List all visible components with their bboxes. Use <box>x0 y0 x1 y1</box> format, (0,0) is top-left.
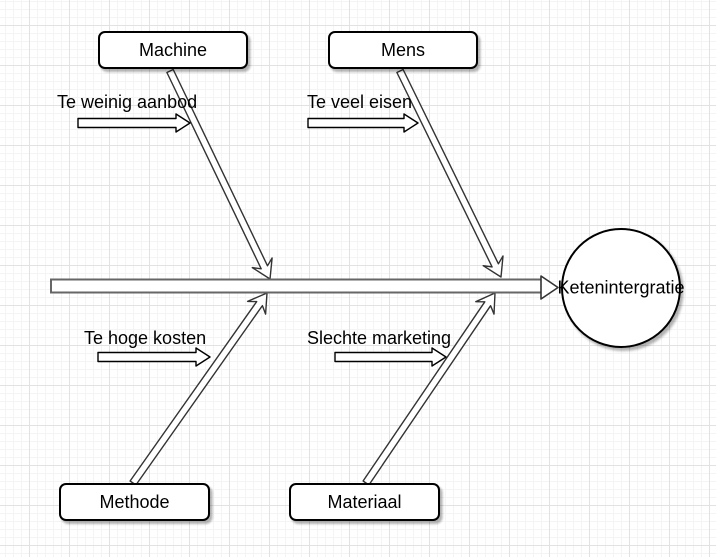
effect-label[interactable]: Ketenintergratie <box>557 277 685 298</box>
category-box-methode[interactable]: Methode <box>59 483 210 521</box>
cause-arrow-te-hoge-kosten[interactable] <box>97 347 211 367</box>
spine-shaft[interactable] <box>50 278 544 294</box>
category-box-machine[interactable]: Machine <box>98 31 248 69</box>
category-label-machine: Machine <box>138 39 208 60</box>
cause-arrow-te-veel-eisen[interactable] <box>307 113 419 133</box>
cause-arrow-slechte-marketing[interactable] <box>334 347 447 367</box>
effect-circle[interactable] <box>561 228 681 348</box>
branch-arrow-mens[interactable] <box>396 68 504 278</box>
cause-label-slechte-marketing[interactable]: Slechte marketing <box>307 328 452 348</box>
cause-label-te-hoge-kosten[interactable]: Te hoge kosten <box>84 328 207 348</box>
category-box-mens[interactable]: Mens <box>328 31 478 69</box>
spine-arrowhead[interactable] <box>540 275 559 300</box>
branch-arrow-materiaal[interactable] <box>362 292 496 486</box>
branch-arrow-methode[interactable] <box>129 292 268 486</box>
category-label-materiaal: Materiaal <box>327 491 402 512</box>
category-box-materiaal[interactable]: Materiaal <box>289 483 440 521</box>
category-label-methode: Methode <box>99 491 170 512</box>
category-label-mens: Mens <box>380 39 425 60</box>
branch-arrow-machine[interactable] <box>166 68 273 280</box>
cause-label-te-weinig-aanbod[interactable]: Te weinig aanbod <box>57 92 198 112</box>
cause-arrow-te-weinig-aanbod[interactable] <box>77 113 191 133</box>
cause-label-te-veel-eisen[interactable]: Te veel eisen <box>307 92 413 112</box>
